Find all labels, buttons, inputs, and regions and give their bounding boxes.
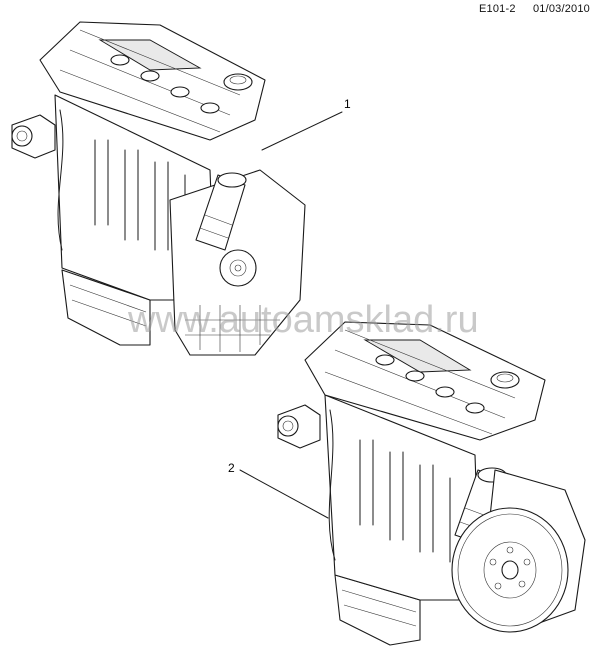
callout-2: 2 bbox=[228, 461, 329, 519]
engine-assembly-1 bbox=[11, 21, 306, 356]
watermark-text: www.autoamsklad.ru bbox=[127, 299, 479, 341]
callout-1: 1 bbox=[261, 97, 351, 151]
callout-1-leader bbox=[261, 111, 343, 151]
drawing-code: E101-2 bbox=[479, 3, 516, 15]
callout-2-leader bbox=[239, 469, 329, 519]
callout-2-label: 2 bbox=[228, 461, 235, 475]
drawing-header: E101-2 01/03/2010 bbox=[465, 3, 590, 15]
drawing-date: 01/03/2010 bbox=[532, 3, 590, 15]
flywheel bbox=[451, 507, 569, 633]
callout-1-label: 1 bbox=[344, 97, 351, 111]
engine-assembly-2 bbox=[277, 321, 586, 646]
